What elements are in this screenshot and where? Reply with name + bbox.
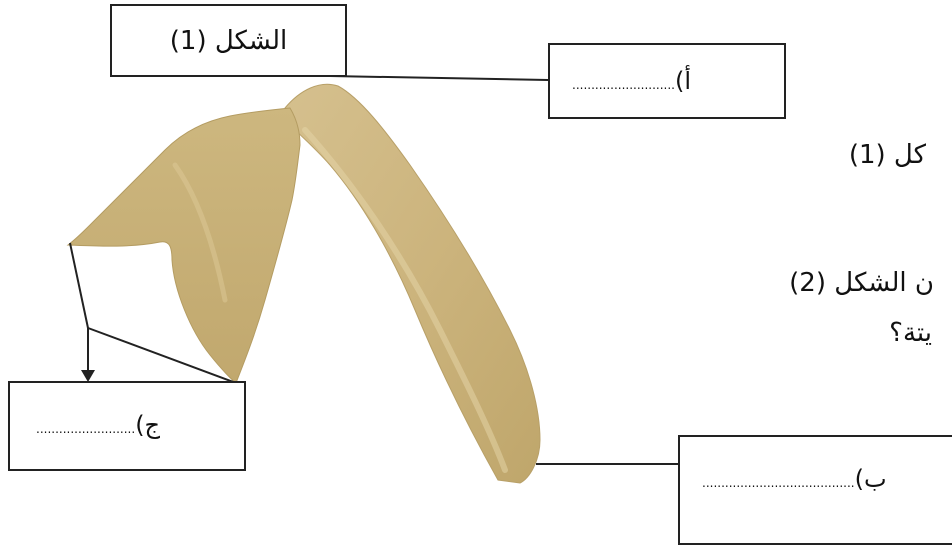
label-b-content: ب)......................................… [702, 465, 887, 493]
leader-line-c1 [70, 243, 88, 328]
label-a-blank[interactable]: ........................... [572, 78, 675, 92]
label-a-letter: أ) [675, 67, 691, 95]
label-b-blank[interactable]: ........................................ [702, 476, 855, 490]
leader-line-a [330, 76, 548, 80]
label-box-c[interactable]: ج).......................... [8, 381, 246, 471]
question-text-1: كل (1) [849, 140, 926, 170]
figure-title-box: الشكل (1) [110, 4, 347, 77]
seedling-left-lobe [68, 108, 300, 383]
label-c-content: ج).......................... [36, 411, 160, 439]
label-box-b[interactable]: ب)......................................… [678, 435, 952, 545]
figure-title: الشكل (1) [170, 26, 288, 56]
label-c-letter: ج) [135, 411, 160, 439]
question-text-3: يتة؟ [889, 318, 932, 348]
question-text-2: ن الشكل (2) [789, 268, 934, 298]
label-c-blank[interactable]: .......................... [36, 422, 135, 436]
label-box-a[interactable]: أ)........................... [548, 43, 786, 119]
label-a-content: أ)........................... [572, 67, 691, 95]
label-b-letter: ب) [855, 465, 887, 493]
